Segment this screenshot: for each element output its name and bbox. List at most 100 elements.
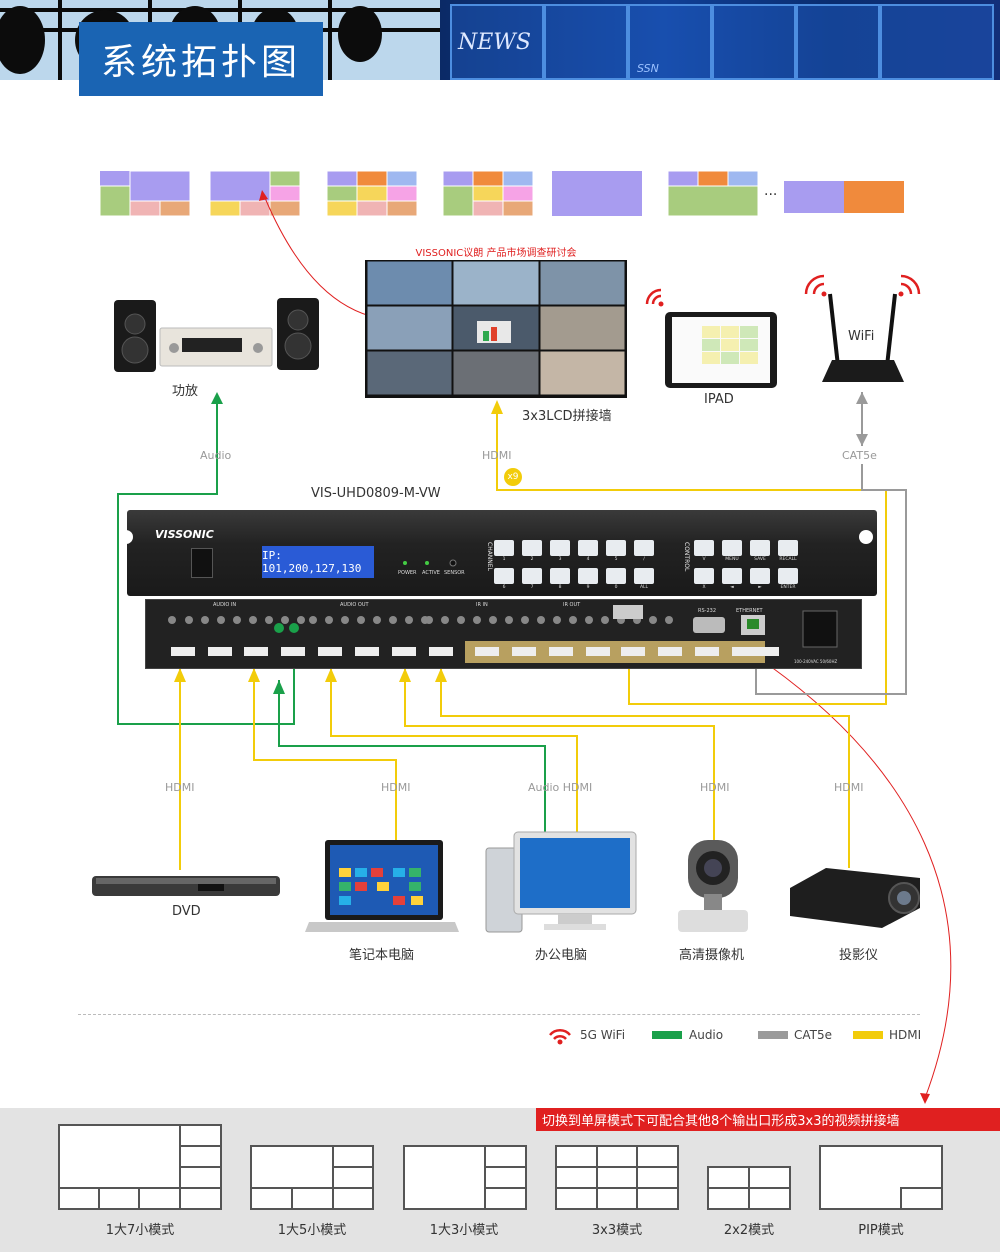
key-label: /: [643, 557, 645, 562]
key-menu[interactable]: MENU: [722, 540, 742, 562]
wire-label-cat5e: CAT5e: [842, 449, 877, 462]
wire-label-hdmi-dvd: HDMI: [165, 781, 195, 794]
camera-label: 高清摄像机: [679, 948, 745, 963]
legend-cat5e-swatch: [758, 1031, 788, 1039]
key-label: 7: [530, 585, 534, 590]
footer-note: 切换到单屏模式下可配合其他8个输出口形成3x3的视频拼接墙: [536, 1108, 1000, 1131]
key-label: 0: [614, 585, 618, 590]
top-layout-thumbnails: [99, 170, 904, 217]
wire-label-audio-hdmi-pc: Audio HDMI: [528, 781, 593, 794]
wire-label-hdmi-wall: HDMI: [482, 449, 512, 462]
legend-hdmi-swatch: [853, 1031, 883, 1039]
key-label: ◄: [730, 585, 734, 590]
key-label: V: [702, 557, 706, 562]
banner-ssn-text: SSN: [637, 62, 659, 75]
key-all[interactable]: ALL: [634, 568, 654, 590]
key-5[interactable]: 5: [606, 540, 626, 562]
ir-out-label: IR OUT: [563, 602, 581, 608]
key-◄[interactable]: ◄: [722, 568, 742, 590]
layout-thumb-6: [667, 170, 759, 217]
legend-wifi-label: 5G WiFi: [580, 1028, 626, 1042]
key-enter[interactable]: ENTER: [778, 568, 798, 590]
device-model-label: VIS-UHD0809-M-VW: [311, 486, 441, 501]
mode-label-1: 1大7小模式: [105, 1223, 175, 1238]
amplifier-image: [114, 298, 319, 372]
key-4[interactable]: 4: [578, 540, 598, 562]
ipad-label: IPAD: [704, 392, 734, 407]
legend-wifi-icon: [549, 1029, 571, 1045]
key-recall[interactable]: RECALL: [778, 540, 798, 562]
video-wall-banner: VISSONIC议朗 产品市场调查研讨会: [365, 243, 627, 260]
desktop-pc-image: [485, 831, 637, 933]
rs232-label: RS-232: [698, 608, 716, 614]
key-label: 3: [558, 557, 562, 562]
mode-label-6: PIP模式: [858, 1223, 904, 1238]
mode-1-big-5-small: [250, 1145, 374, 1210]
page-title: 系统拓扑图: [79, 22, 323, 96]
ipad-image: [645, 288, 777, 388]
key-label: MENU: [725, 557, 739, 562]
key-0[interactable]: 0: [606, 568, 626, 590]
key-8[interactable]: 8: [550, 568, 570, 590]
control-label: CONTROL: [683, 542, 690, 572]
legend-hdmi-label: HDMI: [889, 1028, 922, 1042]
key-/[interactable]: /: [634, 540, 654, 562]
wire-label-hdmi-camera: HDMI: [700, 781, 730, 794]
key-7[interactable]: 7: [522, 568, 542, 590]
pc-label: 办公电脑: [535, 948, 588, 963]
key-label: SAVE: [754, 557, 766, 562]
mode-label-3: 1大3小模式: [429, 1223, 499, 1238]
layout-thumb-3: [326, 170, 418, 217]
legend-audio-label: Audio: [689, 1028, 724, 1042]
active-led-label: ACTIVE: [422, 570, 440, 576]
key-label: ENTER: [780, 585, 796, 590]
laptop-label: 笔记本电脑: [349, 948, 415, 963]
lcd-display: IP: 101,200,127,130: [262, 546, 374, 578]
key-3[interactable]: 3: [550, 540, 570, 562]
power-switch[interactable]: [191, 548, 213, 578]
banner-screens-image: [440, 0, 1000, 80]
mode-diagrams: [58, 1124, 943, 1210]
mode-label-4: 3x3模式: [591, 1223, 643, 1238]
camera-image: [678, 840, 748, 932]
key-6[interactable]: 6: [494, 568, 514, 590]
banner-news-text: NEWS: [458, 30, 531, 55]
key-1[interactable]: 1: [494, 540, 514, 562]
channel-label: CHANNEL: [486, 542, 493, 571]
video-wall-image: VISSONIC议朗 产品市场调查研讨会: [365, 243, 627, 398]
key-label: X: [702, 585, 706, 590]
projector-image: [790, 868, 920, 928]
amplifier-label: 功放: [172, 384, 199, 399]
wifi-router-image: [804, 274, 921, 382]
ethernet-label: ETHERNET: [736, 608, 763, 614]
key-v[interactable]: V: [694, 540, 714, 562]
legend-audio-swatch: [652, 1031, 682, 1039]
key-save[interactable]: SAVE: [750, 540, 770, 562]
ir-in-label: IR IN: [476, 602, 488, 608]
key-label: 5: [614, 557, 618, 562]
key-label: 2: [530, 557, 534, 562]
keypad: 1 2 3 4 5 / V MENU SAVE RECALL 6 7 8 9 0 ALL X ◄ ► ENTER: [494, 540, 804, 596]
x9-badge: x9: [504, 468, 522, 486]
laptop-image: [305, 840, 459, 932]
layout-thumb-4: [442, 170, 534, 217]
legend-divider: [78, 1014, 920, 1015]
key-2[interactable]: 2: [522, 540, 542, 562]
key-x[interactable]: X: [694, 568, 714, 590]
mode-3x3: [555, 1145, 679, 1210]
wifi-label: WiFi: [848, 329, 875, 344]
mode-1-big-3-small: [403, 1145, 527, 1210]
layout-thumb-1: [99, 170, 191, 217]
key-label: 8: [558, 585, 562, 590]
key-label: 1: [502, 557, 506, 562]
layout-thumb-5: [552, 171, 642, 216]
rear-connectors: [168, 605, 838, 663]
mode-label-2: 1大5小模式: [277, 1223, 347, 1238]
key-9[interactable]: 9: [578, 568, 598, 590]
layouts-ellipsis: ...: [764, 183, 778, 199]
key-label: ALL: [639, 585, 649, 590]
key-►[interactable]: ►: [750, 568, 770, 590]
mode-1-big-7-small: [58, 1124, 222, 1210]
sensor-led-label: SENSOR: [444, 570, 465, 576]
connection-lines: [117, 190, 952, 1104]
